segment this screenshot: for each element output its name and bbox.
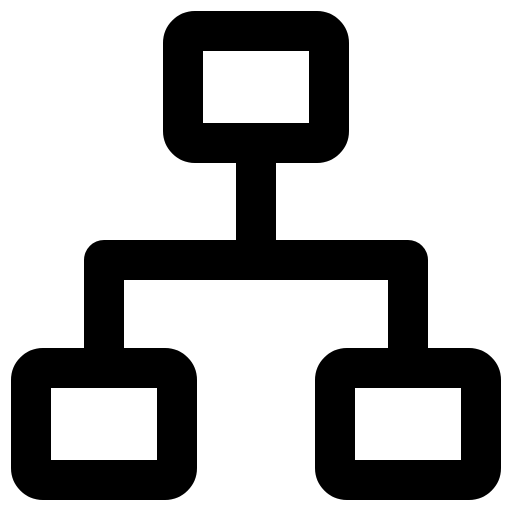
branch-line — [84, 240, 428, 368]
left-child-node — [11, 348, 197, 500]
root-node — [163, 11, 349, 163]
connector-lines — [84, 143, 428, 368]
right-child-node — [315, 348, 501, 500]
